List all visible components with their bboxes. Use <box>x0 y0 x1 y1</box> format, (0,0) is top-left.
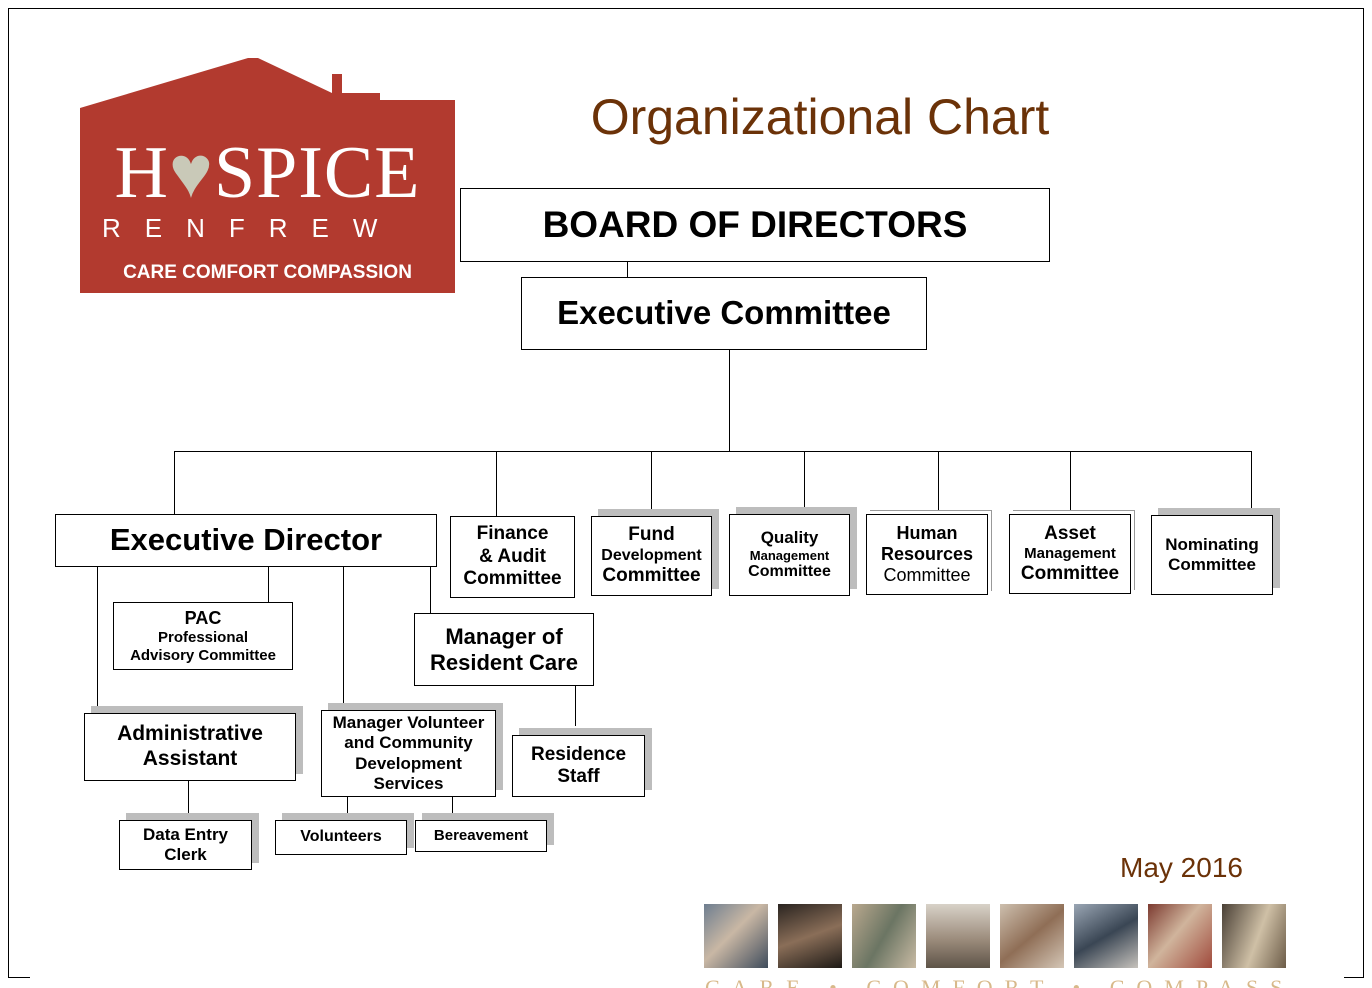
manager-resident-care-box: Manager of Resident Care <box>414 613 594 686</box>
logo-house-shape <box>80 58 455 293</box>
asset-line-2: Management <box>1024 545 1116 563</box>
connector-asset <box>1070 451 1071 514</box>
connector-volunteer-mgr <box>343 567 344 710</box>
manager-resident-line-2: Resident Care <box>430 649 578 675</box>
pac-line-3: Advisory Committee <box>130 646 276 664</box>
connector-board-exec <box>627 260 628 278</box>
connector-bereavement <box>452 797 453 820</box>
executive-director-label: Executive Director <box>109 522 383 558</box>
residence-line-2: Staff <box>557 766 600 787</box>
residence-staff-box: Residence Staff <box>512 735 645 797</box>
quality-line-1: Quality <box>760 527 819 547</box>
fund-line-2: Development <box>601 546 702 564</box>
connector-quality <box>804 451 805 514</box>
manager-resident-line-1: Manager of <box>445 623 563 649</box>
connector-resident-mgr <box>430 565 431 613</box>
frame-bottom-right <box>1344 977 1364 978</box>
quality-management-box: Quality Management Committee <box>729 514 850 596</box>
footer-tagline: CARE • COMFORT • COMPASSION <box>705 978 1285 988</box>
executive-committee-label: Executive Committee <box>557 294 891 332</box>
manager-volunteer-line-2: and Community <box>344 733 473 753</box>
finance-line-2: & Audit <box>479 545 546 567</box>
hr-line-2: Resources <box>880 543 974 564</box>
fund-line-1: Fund <box>628 524 675 546</box>
finance-line-3: Committee <box>463 568 562 590</box>
asset-line-1: Asset <box>1044 522 1096 544</box>
manager-volunteer-line-3: Development <box>355 753 462 773</box>
hr-line-3: Committee <box>883 565 971 586</box>
frame-top <box>8 8 1364 9</box>
hr-line-1: Human <box>896 522 958 543</box>
family-photo <box>778 904 842 968</box>
connector-admin <box>97 567 98 713</box>
residence-line-1: Residence <box>530 743 627 765</box>
connector-pac <box>268 567 269 602</box>
pac-line-2: Professional <box>157 628 249 646</box>
connector-volunteers <box>347 797 348 820</box>
connector-hr <box>938 451 939 515</box>
frame-right <box>1363 8 1364 978</box>
caregiver-photo <box>704 904 768 968</box>
finance-line-1: Finance <box>476 523 549 545</box>
volunteers-label: Volunteers <box>300 828 382 846</box>
logo-tagline: CARE COMFORT COMPASSION <box>123 262 412 283</box>
hospice-logo: H♥SPICE RENFREW CARE COMFORT COMPASSION <box>80 58 455 293</box>
asset-management-box: Asset Management Committee <box>1009 514 1131 594</box>
logo-sub: RENFREW <box>102 213 402 243</box>
human-resources-box: Human Resources Committee <box>866 514 988 595</box>
data-entry-clerk-box: Data Entry Clerk <box>119 820 252 870</box>
executive-committee-box: Executive Committee <box>521 277 927 350</box>
bereavement-box: Bereavement <box>415 820 547 852</box>
asset-line-3: Committee <box>1020 562 1120 584</box>
administrative-assistant-box: Administrative Assistant <box>84 713 296 781</box>
finance-committee-box: Finance & Audit Committee <box>450 516 575 598</box>
admin-line-1: Administrative <box>117 722 263 746</box>
manager-volunteer-line-4: Services <box>373 773 444 793</box>
photo-strip <box>704 904 1288 968</box>
held-hands-photo <box>1000 904 1064 968</box>
pac-box: PAC Professional Advisory Committee <box>113 602 293 670</box>
logo-word: H♥SPICE <box>114 132 421 214</box>
connector-ed <box>174 451 175 514</box>
manager-volunteer-box: Manager Volunteer and Community Developm… <box>321 710 496 797</box>
admin-line-2: Assistant <box>142 747 238 770</box>
connector-finance <box>496 451 497 516</box>
volunteers-box: Volunteers <box>275 820 407 855</box>
date-label: May 2016 <box>1120 852 1243 883</box>
fund-development-box: Fund Development Committee <box>591 516 712 596</box>
connector-fund <box>651 451 652 516</box>
frame-bottom-left <box>8 977 30 978</box>
connector-horizontal-bus <box>174 451 1252 452</box>
embrace-photo <box>1148 904 1212 968</box>
pac-line-1: PAC <box>184 607 222 628</box>
connector-data-entry <box>188 781 189 813</box>
visit-photo <box>1074 904 1138 968</box>
manager-volunteer-line-1: Manager Volunteer <box>332 713 485 733</box>
window-photo <box>1222 904 1286 968</box>
nominating-committee-box: Nominating Committee <box>1151 515 1273 595</box>
board-of-directors-box: BOARD OF DIRECTORS <box>460 188 1050 262</box>
frame-left <box>8 8 9 978</box>
connector-residence <box>575 686 576 726</box>
data-entry-line-2: Clerk <box>164 845 207 864</box>
connector-nominating <box>1251 451 1252 515</box>
quality-line-3: Committee <box>748 563 831 581</box>
nominating-line-2: Committee <box>1168 555 1256 574</box>
connector-exec-trunk <box>729 349 730 451</box>
page-title: Organizational Chart <box>590 89 1050 145</box>
elderly-man-photo <box>926 904 990 968</box>
hands-photo <box>852 904 916 968</box>
quality-line-2: Management <box>749 547 830 563</box>
executive-director-box: Executive Director <box>55 514 437 567</box>
data-entry-line-1: Data Entry <box>142 824 229 844</box>
nominating-line-1: Nominating <box>1165 534 1259 554</box>
fund-line-3: Committee <box>602 565 701 587</box>
logo-heart-icon: ♥ <box>169 132 214 214</box>
bereavement-label: Bereavement <box>433 827 529 845</box>
board-label: BOARD OF DIRECTORS <box>542 204 968 246</box>
